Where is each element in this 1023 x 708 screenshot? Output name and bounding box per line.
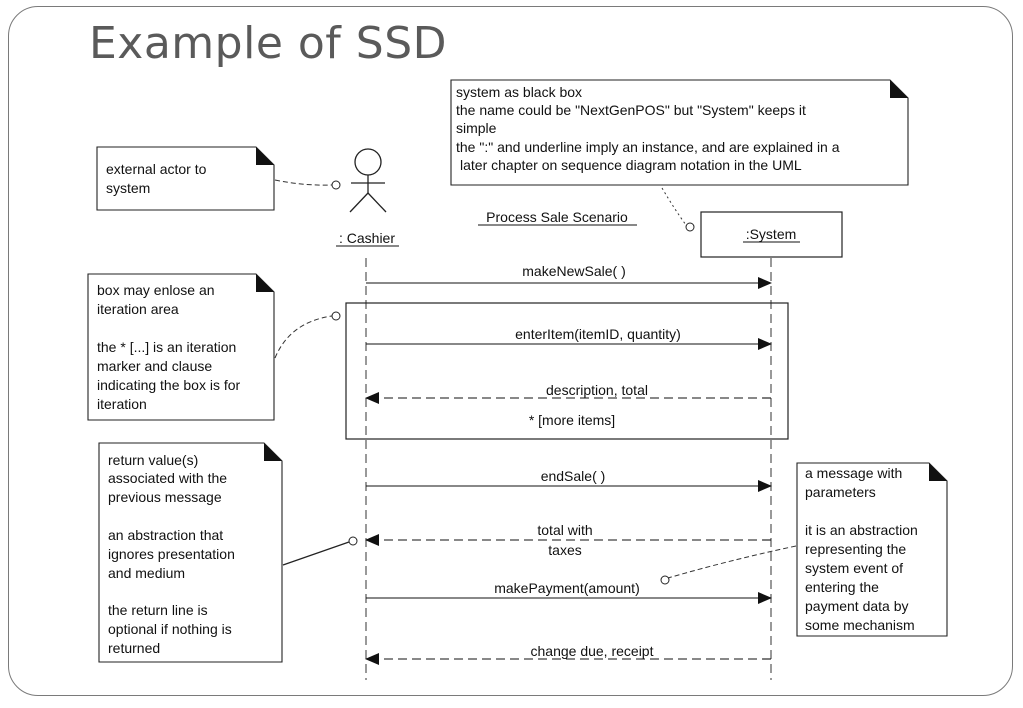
note-line: optional if nothing is	[108, 621, 232, 637]
msg-label: change due, receipt	[531, 643, 654, 659]
note-corner	[890, 80, 908, 98]
slide-frame	[8, 6, 1013, 696]
note-line: parameters	[805, 484, 876, 500]
note-line: an abstraction that	[108, 527, 223, 543]
note-line: some mechanism	[805, 617, 915, 633]
note-return-anchor	[348, 536, 358, 546]
note-outline	[98, 442, 283, 663]
note-line: the * [...] is an iteration	[97, 339, 236, 355]
msg-description: description, total	[365, 382, 771, 404]
note-line: system as black box	[456, 84, 582, 100]
msg-enterItem: enterItem(itemID, quantity)	[366, 326, 772, 350]
msg-label: makeNewSale( )	[522, 263, 625, 279]
note-system-anchor	[685, 222, 695, 232]
actor-label: : Cashier	[339, 230, 395, 246]
note-params-connector	[667, 545, 797, 579]
scenario-title: Process Sale Scenario	[486, 209, 628, 225]
note-corner	[264, 443, 282, 461]
note-line: iteration area	[97, 301, 179, 317]
note-params-anchor	[660, 575, 670, 585]
note-corner	[929, 463, 947, 481]
note-line: a message with	[805, 465, 902, 481]
msg-changeDue: change due, receipt	[365, 643, 771, 665]
note-outline	[87, 273, 275, 421]
note-line: returned	[108, 640, 160, 656]
msg-label: description, total	[546, 382, 648, 398]
iteration-frame	[345, 302, 789, 440]
note-line: external actor to	[106, 161, 207, 177]
note-line: the return line is	[108, 602, 208, 618]
note-line: iteration	[97, 396, 147, 412]
system-label: :System	[746, 226, 797, 242]
note-actor-anchor	[331, 180, 341, 190]
note-line: representing the	[805, 541, 906, 557]
note-line: box may enlose an	[97, 282, 215, 298]
note-line: payment data by	[805, 598, 909, 614]
note-line: simple	[456, 120, 497, 136]
slide-title: Example of SSD	[89, 18, 448, 69]
note-iteration-anchor	[331, 311, 341, 321]
note-line: system event of	[805, 560, 903, 576]
note-line: return value(s)	[108, 452, 198, 468]
note-line: previous message	[108, 489, 222, 505]
msg-label: makePayment(amount)	[494, 580, 640, 596]
msg-totalTaxes: total with taxes	[365, 522, 771, 558]
note-system: system as black box the name could be "N…	[450, 79, 909, 186]
note-system-connector	[661, 187, 687, 226]
note-line: ignores presentation	[108, 546, 235, 562]
note-outline	[796, 462, 948, 637]
msg-label-line-1: total with	[537, 522, 592, 538]
note-params: a message with parameters it is an abstr…	[796, 462, 948, 637]
cashier-actor-icon	[349, 148, 387, 213]
note-actor: external actor to system	[96, 146, 275, 211]
note-return: return value(s) associated with the prev…	[98, 442, 283, 663]
note-actor-connector	[274, 179, 333, 186]
note-iteration: box may enlose an iteration area the * […	[87, 273, 275, 421]
note-line: marker and clause	[97, 358, 212, 374]
note-line: associated with the	[108, 470, 227, 486]
note-iteration-connector	[274, 315, 333, 359]
note-corner	[256, 274, 274, 292]
iteration-marker: * [more items]	[529, 412, 615, 428]
note-line: entering the	[805, 579, 879, 595]
msg-label: endSale( )	[541, 468, 606, 484]
msg-label: enterItem(itemID, quantity)	[515, 326, 681, 342]
note-line: the name could be "NextGenPOS" but "Syst…	[456, 102, 806, 118]
msg-makeNewSale: makeNewSale( )	[366, 263, 772, 289]
note-line: the ":" and underline imply an instance,…	[456, 139, 840, 155]
system-box	[700, 211, 843, 258]
note-corner	[256, 147, 274, 165]
note-line: it is an abstraction	[805, 522, 918, 538]
msg-label-line-2: taxes	[548, 542, 581, 558]
note-line: indicating the box is for	[97, 377, 241, 393]
note-outline	[450, 79, 909, 186]
note-line: system	[106, 180, 150, 196]
msg-makePayment: makePayment(amount)	[366, 580, 772, 604]
note-line: and medium	[108, 565, 185, 581]
note-line: later chapter on sequence diagram notati…	[460, 157, 802, 173]
msg-endSale: endSale( )	[366, 468, 772, 492]
note-return-connector	[282, 541, 350, 566]
note-outline	[96, 146, 275, 211]
